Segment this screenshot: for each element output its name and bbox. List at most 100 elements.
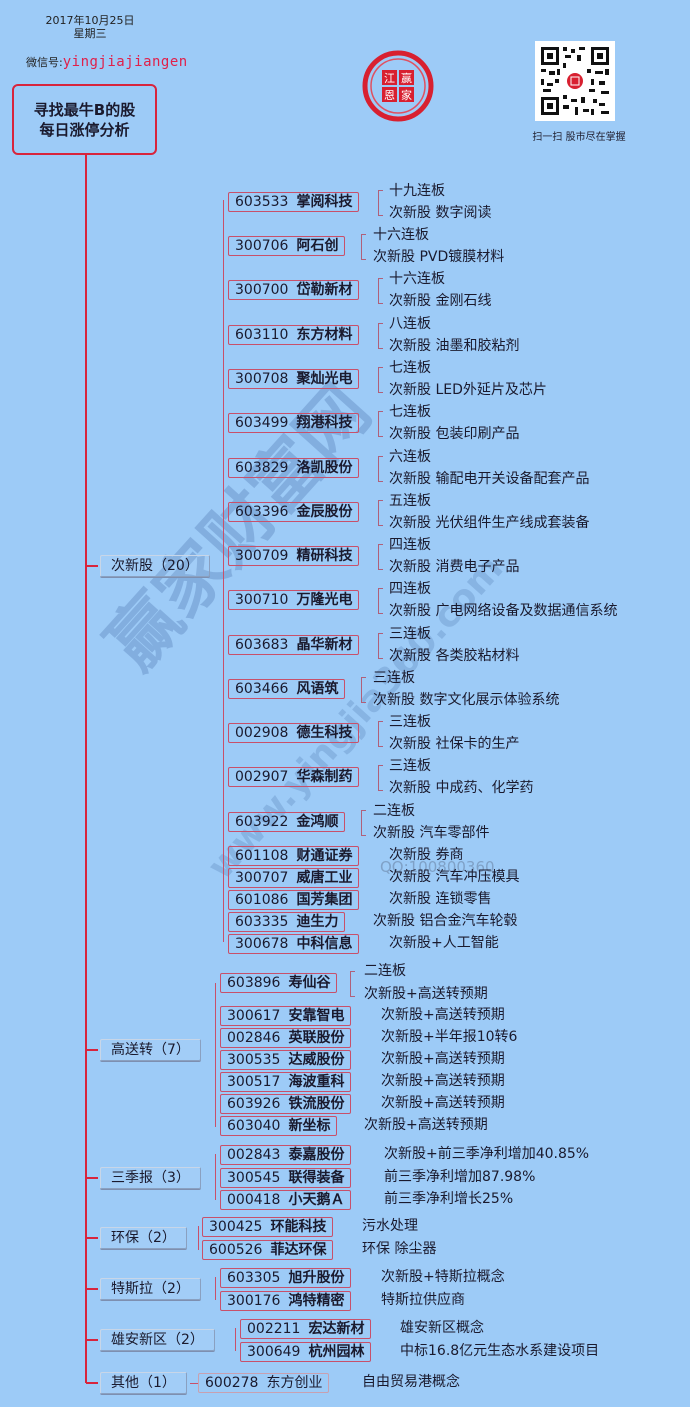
wechat-label: 微信号: xyxy=(26,56,63,69)
seal-char-3: 恩 xyxy=(384,89,395,102)
stock-name: 达威股份 xyxy=(288,1052,345,1068)
stock-node[interactable]: 300649 杭州园林 xyxy=(240,1342,372,1362)
stock-code: 300678 xyxy=(235,936,289,952)
stock-name: 万隆光电 xyxy=(296,592,353,608)
stock-desc: 自由贸易港概念 xyxy=(362,1374,460,1390)
stock-desc-line2: 次新股 中成药、化学药 xyxy=(389,780,534,796)
stock-code: 300707 xyxy=(235,870,289,886)
stock-desc: 次新股 汽车冲压模具 xyxy=(389,869,520,885)
stock-code: 603466 xyxy=(235,681,289,697)
category-node-gaosongzhuan[interactable]: 高送转（7） xyxy=(100,1039,201,1061)
stock-name: 洛凯股份 xyxy=(296,460,353,476)
date-block: 2017年10月25日 星期三 xyxy=(40,14,140,40)
stock-desc-line1: 四连板 xyxy=(389,537,431,553)
stock-code: 603683 xyxy=(235,637,289,653)
stock-code: 300176 xyxy=(227,1293,281,1309)
stock-desc-line1: 七连板 xyxy=(389,360,431,376)
category-node-other[interactable]: 其他（1） xyxy=(100,1372,187,1394)
stock-name: 东方材料 xyxy=(296,327,353,343)
stock-name: 鸿特精密 xyxy=(288,1293,345,1309)
stock-desc: 中标16.8亿元生态水系建设项目 xyxy=(400,1343,600,1359)
stock-node[interactable]: 300707 威唐工业 xyxy=(228,868,360,888)
category-node-tesla[interactable]: 特斯拉（2） xyxy=(100,1278,201,1300)
stock-desc: 污水处理 xyxy=(362,1218,418,1234)
stock-code: 300649 xyxy=(247,1344,301,1360)
stock-code: 000418 xyxy=(227,1192,281,1208)
category-node-huanbao[interactable]: 环保（2） xyxy=(100,1227,187,1249)
stock-code: 300425 xyxy=(209,1219,263,1235)
category-node-xiongan[interactable]: 雄安新区（2） xyxy=(100,1329,215,1351)
stock-name: 铁流股份 xyxy=(288,1096,345,1112)
stock-code: 603396 xyxy=(235,504,289,520)
stock-name: 威唐工业 xyxy=(296,870,353,886)
bracket xyxy=(361,234,366,260)
stock-name: 寿仙谷 xyxy=(288,975,331,991)
stock-name: 菲达环保 xyxy=(270,1242,327,1258)
stock-code: 601108 xyxy=(235,848,289,864)
stock-code: 603499 xyxy=(235,415,289,431)
branch-line xyxy=(215,983,216,1127)
stock-name: 旭升股份 xyxy=(288,1270,345,1286)
stock-desc-line2: 次新股 广电网络设备及数据通信系统 xyxy=(389,603,618,619)
stock-code: 300517 xyxy=(227,1074,281,1090)
stock-desc-line1: 四连板 xyxy=(389,581,431,597)
stock-code: 300706 xyxy=(235,238,289,254)
connector xyxy=(86,1049,98,1051)
stock-code: 002843 xyxy=(227,1147,281,1163)
stock-code: 002908 xyxy=(235,725,289,741)
stock-code: 300708 xyxy=(235,371,289,387)
stock-desc-line1: 三连板 xyxy=(389,626,431,642)
category-node-cixingu[interactable]: 次新股（20） xyxy=(100,555,210,577)
connector xyxy=(86,1382,98,1384)
stock-code: 002846 xyxy=(227,1030,281,1046)
stock-code: 300710 xyxy=(235,592,289,608)
stock-code: 002211 xyxy=(247,1321,301,1337)
stock-node[interactable]: 300176 鸿特精密 xyxy=(220,1291,352,1311)
category-node-sanjibao[interactable]: 三季报（3） xyxy=(100,1167,201,1189)
bracket xyxy=(350,971,355,997)
stock-node[interactable]: 300710 万隆光电 xyxy=(228,590,360,610)
seal-char-1: 江 xyxy=(384,72,395,85)
stock-code: 300700 xyxy=(235,282,289,298)
stock-name: 杭州园林 xyxy=(308,1344,365,1360)
stock-desc-line2: 次新股 金刚石线 xyxy=(389,293,492,309)
stock-desc: 次新股+高送转预期 xyxy=(381,1095,505,1111)
stock-name: 东方创业 xyxy=(266,1375,323,1391)
stock-name: 迪生力 xyxy=(296,914,339,930)
stock-desc-line1: 十九连板 xyxy=(389,183,445,199)
stock-desc-line2: 次新股 数字文化展示体验系统 xyxy=(373,692,560,708)
